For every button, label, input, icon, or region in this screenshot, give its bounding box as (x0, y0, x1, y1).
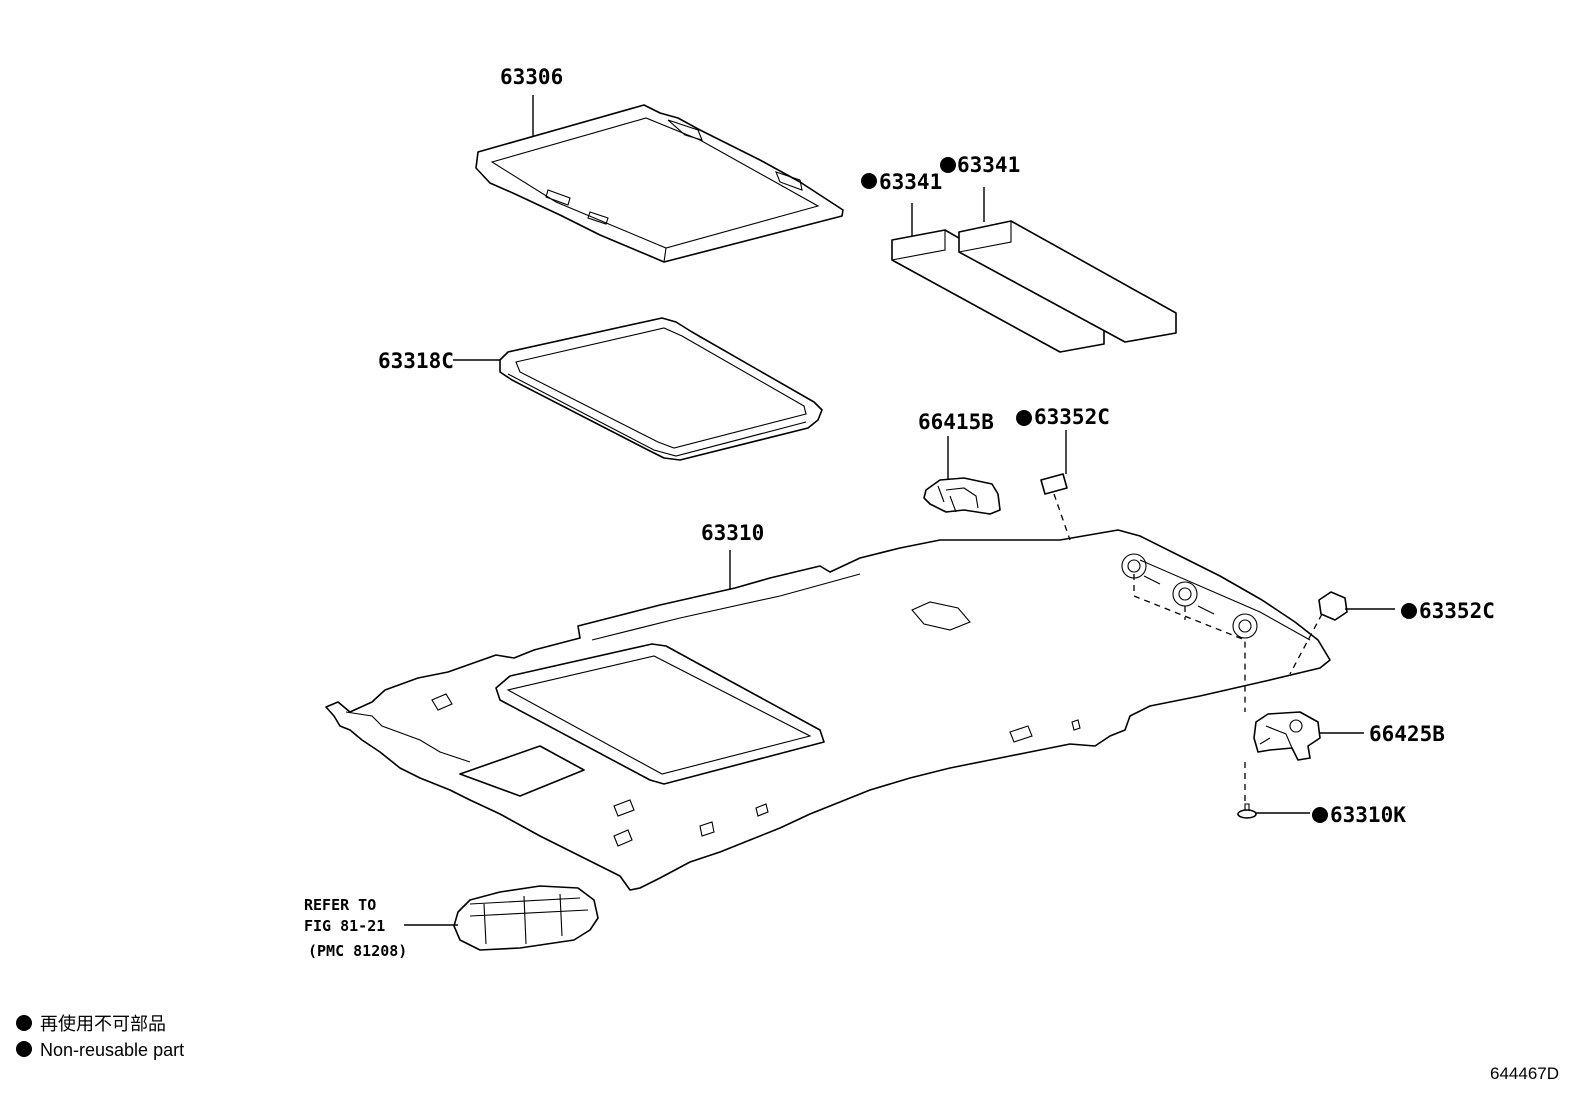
nonreusable-marker-63341a (861, 173, 877, 189)
label-63352c-top: 63352C (1034, 405, 1110, 429)
refer-to-line3: (PMC 81208) (308, 942, 407, 960)
nonreusable-marker-63352c-right (1401, 603, 1417, 619)
label-63310: 63310 (701, 521, 764, 545)
pad-hex-right (1318, 591, 1348, 621)
refer-to-line2: FIG 81-21 (304, 917, 385, 935)
label-66425b: 66425B (1369, 722, 1445, 746)
sunshade-frame-part (475, 104, 844, 263)
label-63352c-right: 63352C (1419, 599, 1495, 623)
label-63310k: 63310K (1330, 803, 1406, 827)
nonreusable-marker-63341b (940, 157, 956, 173)
label-63341-right: 63341 (957, 153, 1020, 177)
clip-part (1237, 803, 1257, 819)
weatherstrip-part (499, 317, 823, 461)
label-63306: 63306 (500, 65, 563, 89)
grip-holder-part-right (1253, 711, 1321, 761)
grip-holder-part-top (923, 477, 1001, 515)
pad-small-top (1040, 473, 1068, 495)
nonreusable-marker-63352c-top (1016, 410, 1032, 426)
pad-part-left (891, 229, 1105, 353)
legend-text-english: Non-reusable part (40, 1040, 184, 1060)
label-63318c: 63318C (378, 349, 454, 373)
headliner-part (325, 529, 1331, 891)
legend-text-japanese: 再使用不可部品 (40, 1014, 166, 1034)
label-63341-left: 63341 (879, 170, 942, 194)
map-lamp-part (453, 885, 599, 951)
legend-bullet-1 (16, 1015, 32, 1031)
nonreusable-marker-63310k (1312, 807, 1328, 823)
refer-to-line1: REFER TO (304, 896, 376, 914)
label-66415b: 66415B (918, 410, 994, 434)
pad-part-right (958, 220, 1177, 343)
drawing-code: 644467D (1490, 1064, 1559, 1083)
legend-bullet-2 (16, 1041, 32, 1057)
